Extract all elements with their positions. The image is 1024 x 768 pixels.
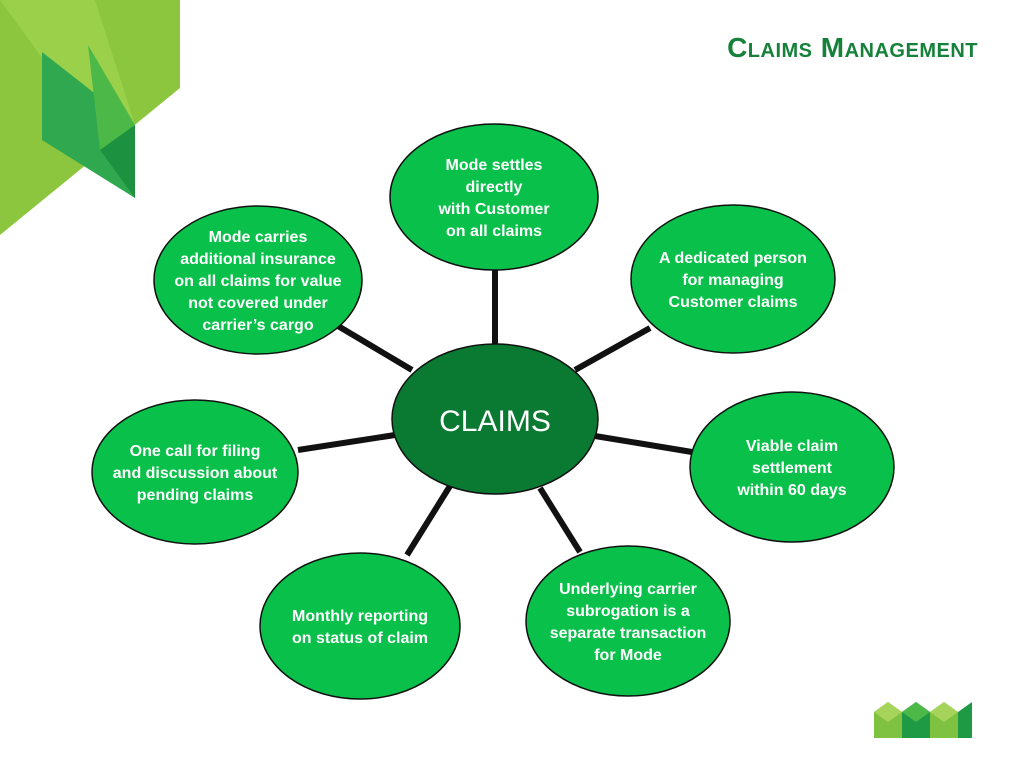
node-text-line: and discussion about — [113, 465, 278, 482]
node-text-line: separate transaction — [550, 625, 707, 642]
mode-m-logo-icon — [874, 702, 972, 738]
node-ellipse — [389, 123, 599, 271]
node-ellipse — [153, 205, 363, 355]
node-text-line: Monthly reporting — [292, 608, 428, 625]
node-ellipse — [525, 545, 731, 697]
node-text-line: on status of claim — [292, 630, 428, 647]
node-ellipse — [630, 204, 836, 354]
node-text-line: on all claims for value — [174, 273, 341, 290]
node-viable: Viable claim settlement within 60 days — [689, 391, 895, 543]
connector-subrogation — [537, 486, 583, 554]
node-text-line: Underlying carrier — [559, 581, 697, 598]
node-ellipse — [259, 552, 461, 700]
node-text-line: for Mode — [594, 647, 662, 664]
node-ellipse — [689, 391, 895, 543]
node-subrogation: Underlying carrier subrogation is a separa… — [525, 545, 731, 697]
node-text-line: pending claims — [137, 487, 254, 504]
node-text-line: additional insurance — [180, 251, 336, 268]
node-text-line: within 60 days — [736, 482, 846, 499]
connector-one-call — [297, 432, 396, 453]
node-text-line: Mode carries — [209, 229, 308, 246]
node-text-line: not covered under — [188, 295, 328, 312]
node-text-line: subrogation is a — [566, 603, 690, 620]
node-ellipse — [91, 399, 299, 545]
node-text-line: on all claims — [446, 223, 542, 240]
center-label: CLAIMS — [439, 405, 551, 438]
node-text-line: settlement — [752, 460, 833, 477]
connector-reporting — [404, 484, 453, 557]
corner-logo-graphic — [0, 0, 180, 235]
connector-viable — [594, 433, 693, 455]
node-insurance: Mode carries additional insurance on all c… — [153, 205, 363, 355]
node-text-line: One call for filing — [130, 443, 261, 460]
node-text-line: A dedicated person — [659, 250, 807, 267]
connector-dedicated — [573, 325, 652, 373]
node-one-call: One call for filing and discussion about p… — [91, 399, 299, 545]
page-title: Claims Management — [727, 32, 978, 63]
node-text-line: with Customer — [437, 201, 549, 218]
node-reporting: Monthly reporting on status of claim — [259, 552, 461, 700]
node-text-line: Mode settles — [446, 157, 543, 174]
node-settles: Mode settles directly with Customer on all … — [389, 123, 599, 271]
node-text-line: Customer claims — [669, 294, 798, 311]
node-text-line: Viable claim — [746, 438, 838, 455]
connector-insurance — [336, 323, 414, 373]
node-text-line: carrier’s cargo — [202, 317, 313, 334]
node-text-line: directly — [466, 179, 523, 196]
node-text-line: for managing — [682, 272, 783, 289]
center-node — [391, 343, 599, 495]
